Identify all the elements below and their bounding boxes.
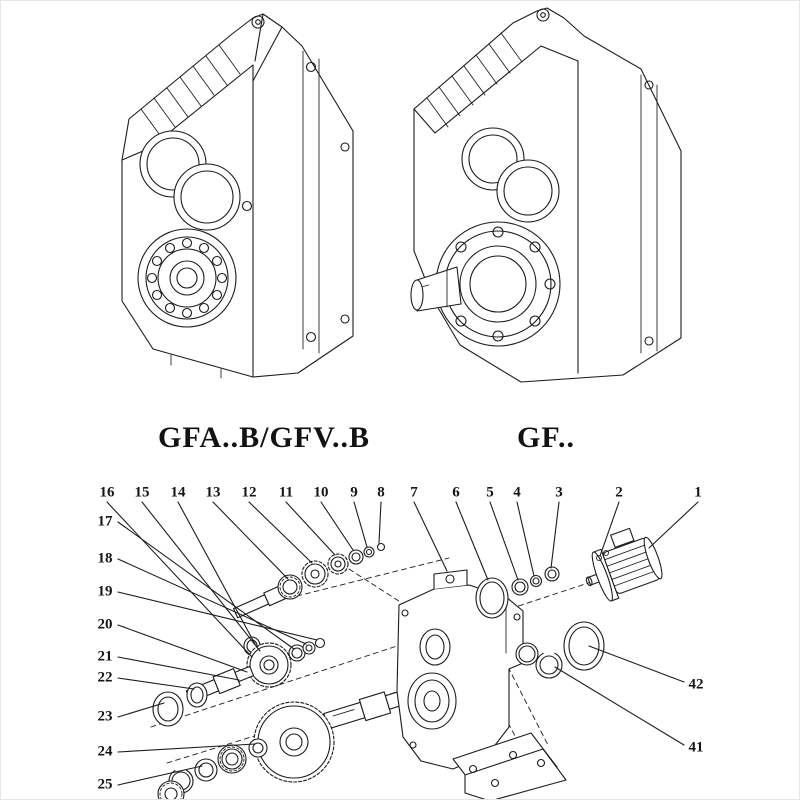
callout-41: 41 bbox=[688, 739, 704, 756]
callout-2: 2 bbox=[615, 484, 623, 501]
exploded-view-drawing bbox=[150, 527, 663, 799]
callout-15: 15 bbox=[134, 484, 150, 501]
callout-17: 17 bbox=[97, 513, 113, 530]
callout-19: 19 bbox=[97, 583, 113, 600]
callout-3: 3 bbox=[555, 484, 563, 501]
callout-14: 14 bbox=[170, 484, 186, 501]
callout-9: 9 bbox=[350, 484, 358, 501]
callout-4: 4 bbox=[513, 484, 521, 501]
gearbox-right-drawing bbox=[410, 7, 682, 383]
callout-8: 8 bbox=[377, 484, 385, 501]
callout-10: 10 bbox=[313, 484, 329, 501]
callout-12: 12 bbox=[241, 484, 257, 501]
callout-7: 7 bbox=[410, 484, 418, 501]
callout-25: 25 bbox=[97, 776, 113, 793]
callout-13: 13 bbox=[205, 484, 221, 501]
callout-18: 18 bbox=[97, 550, 113, 567]
callout-1: 1 bbox=[694, 484, 702, 501]
model-label-left: GFA..B/GFV..B bbox=[158, 421, 370, 454]
leader-lines bbox=[106, 501, 699, 786]
callout-21: 21 bbox=[97, 648, 113, 665]
callout-11: 11 bbox=[278, 484, 294, 501]
callout-24: 24 bbox=[97, 743, 113, 760]
callout-20: 20 bbox=[97, 616, 113, 633]
callout-16: 16 bbox=[99, 484, 115, 501]
callout-23: 23 bbox=[97, 708, 113, 725]
callout-22: 22 bbox=[97, 669, 113, 686]
model-label-right: GF.. bbox=[517, 421, 575, 454]
gearbox-left-drawing bbox=[121, 13, 354, 379]
callout-42: 42 bbox=[688, 676, 704, 693]
callout-5: 5 bbox=[486, 484, 494, 501]
callout-6: 6 bbox=[452, 484, 460, 501]
